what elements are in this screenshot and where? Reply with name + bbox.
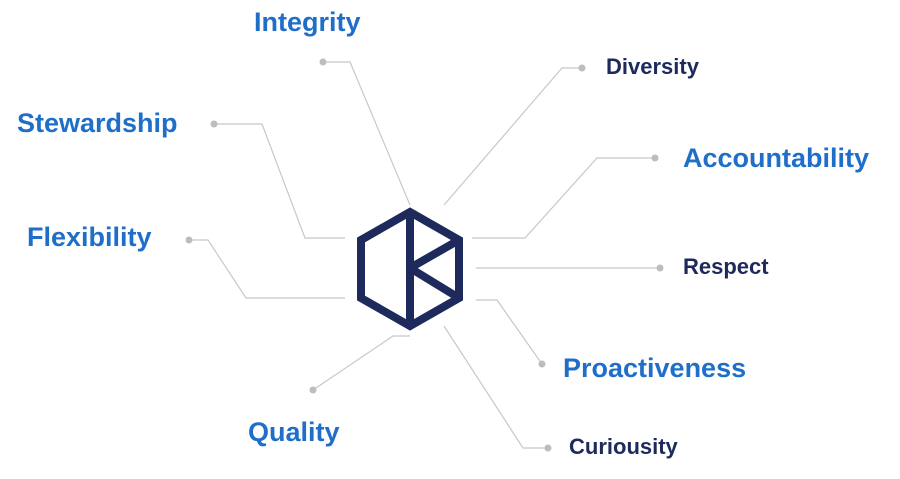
dot-quality: [309, 386, 317, 394]
dot-flexibility: [185, 236, 193, 244]
value-label-curiousity: Curiousity: [569, 434, 678, 459]
dot-proactiveness: [538, 360, 546, 368]
value-label-accountability: Accountability: [683, 143, 870, 173]
connector-accountability: [472, 157, 655, 239]
connector-quality: [312, 335, 410, 391]
dot-accountability: [651, 154, 659, 162]
value-label-quality: Quality: [248, 417, 340, 447]
connector-diversity: [443, 67, 582, 206]
dot-curiousity: [544, 444, 552, 452]
connector-integrity: [323, 61, 411, 206]
value-label-integrity: Integrity: [254, 7, 361, 37]
value-label-respect: Respect: [683, 254, 769, 279]
value-label-proactiveness: Proactiveness: [563, 353, 747, 383]
value-label-flexibility: Flexibility: [27, 222, 152, 252]
connector-stewardship: [214, 123, 345, 239]
dot-stewardship: [210, 120, 218, 128]
value-label-diversity: Diversity: [606, 54, 699, 79]
connector-flexibility: [189, 239, 345, 299]
value-label-stewardship: Stewardship: [17, 108, 178, 138]
dot-diversity: [578, 64, 586, 72]
dot-respect: [656, 264, 664, 272]
dot-integrity: [319, 58, 327, 66]
connector-curiousity: [443, 325, 548, 449]
hexagon-k-logo-icon: [357, 207, 463, 331]
connector-proactiveness: [476, 299, 543, 365]
